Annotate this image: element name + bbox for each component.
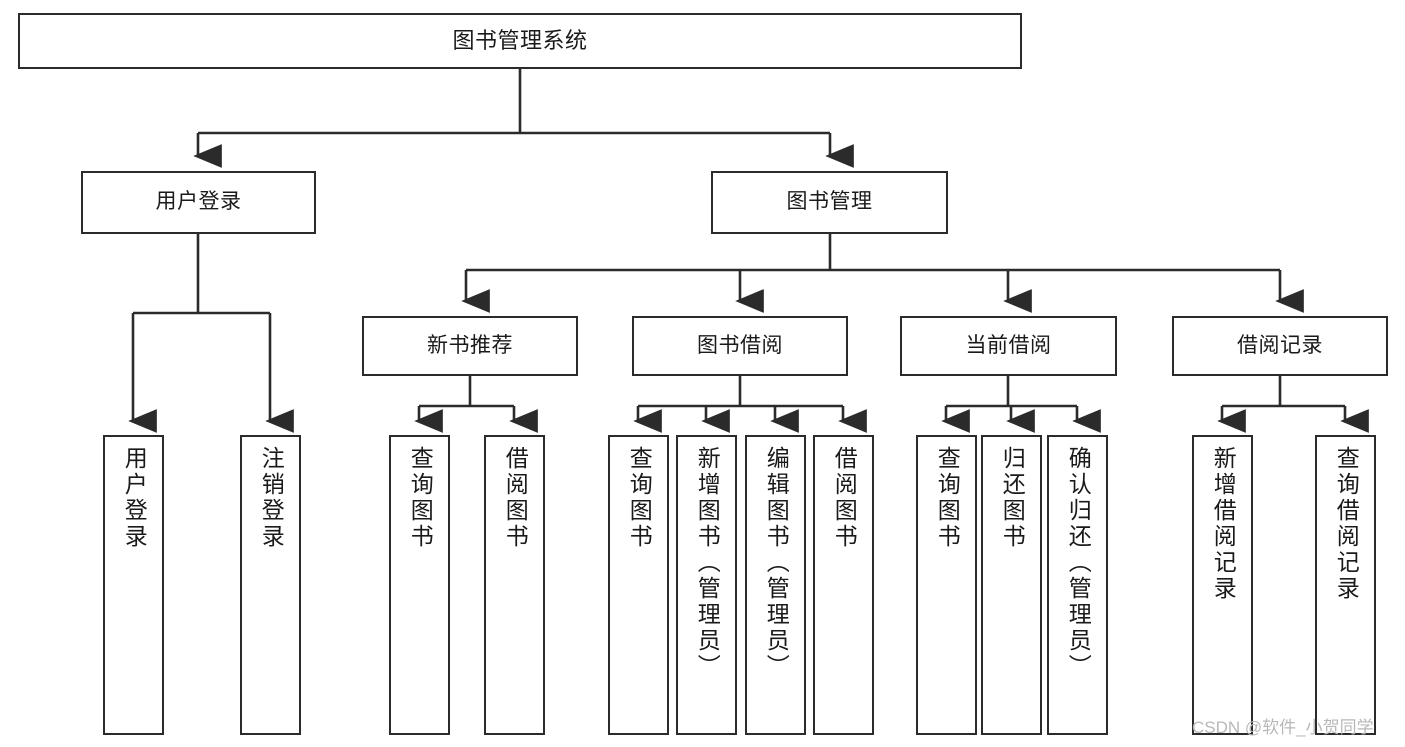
node-label: 查询图书 [934,446,961,550]
node-leaf-add-record[interactable]: 新增借阅记录 [1192,435,1253,735]
node-leaf-add-book[interactable]: 新增图书（管理员） [676,435,737,735]
node-label: 当前借阅 [965,333,1052,357]
node-label: 编辑图书（管理员） [763,446,790,680]
node-label: 借阅图书 [831,446,858,550]
watermark: CSDN @软件_小贺同学 [1192,718,1374,737]
node-leaf-query-book-1[interactable]: 查询图书 [389,435,450,735]
node-root-system[interactable]: 图书管理系统 [18,13,1022,69]
node-label: 查询图书 [407,446,434,550]
node-user-login[interactable]: 用户登录 [81,171,316,234]
node-label: 新书推荐 [427,333,513,357]
node-label: 注销登录 [258,446,285,550]
node-label: 查询借阅记录 [1333,446,1360,602]
node-borrow-record[interactable]: 借阅记录 [1172,316,1388,376]
node-leaf-logout-login[interactable]: 注销登录 [240,435,301,735]
node-label: 确认归还（管理员） [1065,446,1092,680]
node-label: 借阅记录 [1237,333,1323,357]
node-label: 新增图书（管理员） [694,446,721,680]
node-new-book-recommend[interactable]: 新书推荐 [362,316,578,376]
node-label: 用户登录 [155,190,242,214]
node-book-manage[interactable]: 图书管理 [711,171,948,234]
node-label: 图书借阅 [697,333,783,357]
node-label: 新增借阅记录 [1210,446,1237,602]
node-label: 用户登录 [121,446,148,550]
node-leaf-query-book-2[interactable]: 查询图书 [608,435,669,735]
node-leaf-borrow-book-1[interactable]: 借阅图书 [484,435,545,735]
node-label: 图书管理系统 [452,28,588,54]
node-label: 图书管理 [786,190,873,214]
node-leaf-confirm-return[interactable]: 确认归还（管理员） [1047,435,1108,735]
node-book-borrow[interactable]: 图书借阅 [632,316,848,376]
node-leaf-query-record[interactable]: 查询借阅记录 [1315,435,1376,735]
node-label: 查询图书 [626,446,653,550]
node-leaf-borrow-book-2[interactable]: 借阅图书 [813,435,874,735]
node-leaf-user-login[interactable]: 用户登录 [103,435,164,735]
node-current-borrow[interactable]: 当前借阅 [900,316,1117,376]
node-leaf-return-book[interactable]: 归还图书 [981,435,1042,735]
node-label: 借阅图书 [502,446,529,550]
node-label: 归还图书 [999,446,1026,550]
node-leaf-edit-book[interactable]: 编辑图书（管理员） [745,435,806,735]
node-leaf-query-book-3[interactable]: 查询图书 [916,435,977,735]
